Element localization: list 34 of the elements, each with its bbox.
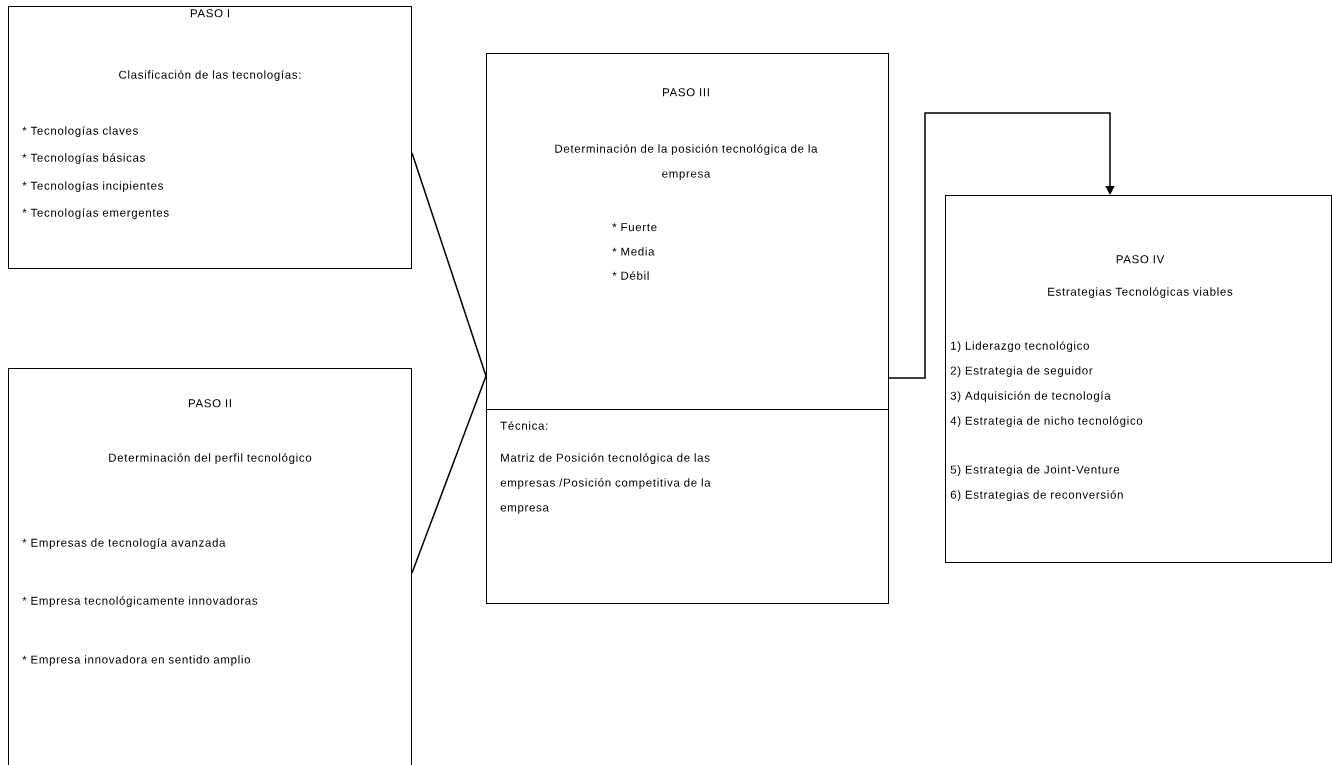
step-box [486, 53, 889, 410]
list-item: * Tecnologías incipientes [22, 181, 163, 192]
step-box [8, 6, 412, 269]
list-item: 4) Estrategia de nicho tecnológico [950, 416, 1143, 427]
list-item: * Fuerte [612, 223, 657, 232]
step-box [486, 409, 889, 604]
step-title: Determinación del perfil tecnológico [109, 453, 312, 464]
list-item: * Empresa tecnológicamente innovadoras [22, 596, 258, 607]
step-title: Estrategias Tecnológicas viables [1048, 287, 1233, 298]
list-item: * Tecnologías emergentes [22, 208, 169, 219]
step-heading: PASO IV [1116, 255, 1165, 264]
step-heading: PASO I [190, 9, 229, 18]
connector-line [411, 152, 487, 377]
list-item: 5) Estrategia de Joint-Venture [950, 465, 1120, 476]
list-item: * Tecnologías claves [22, 126, 138, 137]
list-item: * Débil [612, 271, 649, 280]
step-title: Determinación de la posición tecnológica de la empresa [555, 144, 818, 180]
list-item: * Empresas de tecnología avanzada [22, 538, 226, 549]
list-item: * Empresa innovadora en sentido amplio [22, 655, 251, 666]
step-title: Clasificación de las tecnologías: [119, 70, 301, 81]
list-item: 3) Adquisición de tecnología [950, 391, 1111, 402]
step-heading: PASO II [188, 399, 231, 408]
step-heading: Técnica: [500, 421, 548, 430]
list-item: 1) Liderazgo tecnológico [951, 341, 1089, 352]
connector-line [888, 112, 1115, 379]
step-box [945, 195, 1332, 563]
connector-line [411, 375, 487, 574]
step-box [8, 368, 412, 765]
list-item: * Tecnologías básicas [22, 153, 145, 164]
list-item: * Media [612, 247, 655, 256]
step-title: Matriz de Posición tecnológica de las empresas /Posición competitiva de la empresa [500, 453, 711, 514]
step-heading: PASO III [663, 88, 709, 97]
list-item: 2) Estrategia de seguidor [950, 366, 1093, 377]
list-item: 6) Estrategias de reconversión [950, 490, 1123, 501]
